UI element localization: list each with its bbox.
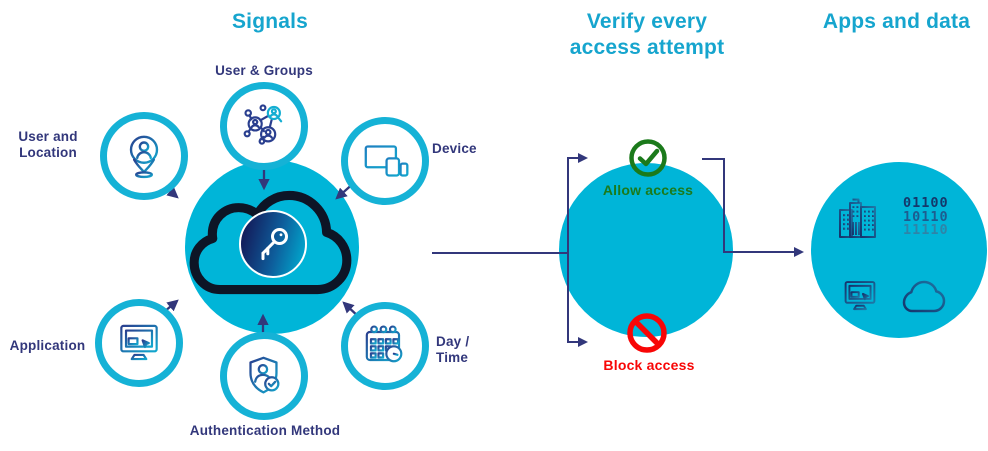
key-badge [239, 210, 307, 278]
calendar-clock-icon [365, 325, 403, 363]
signal-circle-device [341, 117, 429, 205]
label-user-groups: User & Groups [215, 63, 313, 78]
cloud-outline-icon [900, 276, 948, 323]
apps-title-text: Apps and data [822, 10, 971, 33]
application-icon [120, 324, 158, 361]
monitor-icon [838, 274, 882, 323]
signals-cloud-circle [185, 160, 359, 334]
label-user-location: User and Location [18, 129, 78, 160]
label-allow-access: Allow access [602, 182, 694, 198]
user-location-icon [129, 135, 159, 179]
binary-line-1: 01100 [903, 195, 949, 211]
binary-line-3: 11110 [903, 222, 949, 238]
verify-title-line1: Verify every [586, 10, 708, 33]
allow-check-icon [626, 136, 670, 185]
users-network-icon [243, 104, 283, 145]
signals-title: Signals [170, 9, 370, 35]
binary-line-2: 10110 [903, 208, 949, 225]
key-icon [261, 228, 288, 261]
verify-title-line2: access attempt [569, 36, 725, 59]
buildings-icon [834, 194, 882, 247]
signal-circle-application [95, 299, 183, 387]
label-device: Device [432, 141, 477, 156]
label-auth-method: Authentication Method [189, 423, 341, 438]
devices-icon [364, 145, 409, 177]
signal-circle-user-groups [220, 82, 308, 170]
apps-data-circle [811, 162, 987, 338]
signal-circle-auth-method [220, 332, 308, 420]
shield-user-check-icon [249, 356, 280, 394]
signal-circle-user-location [100, 112, 188, 200]
label-block-access: Block access [603, 357, 695, 373]
block-icon [624, 310, 670, 361]
label-application: Application [9, 338, 86, 353]
signals-title-text: Signals [231, 10, 309, 33]
apps-title: Apps and data [799, 9, 988, 35]
binary-code: 01100 10110 11110 [903, 195, 949, 238]
verify-title: Verify every access attempt [547, 9, 747, 61]
signal-circle-day-time [341, 302, 429, 390]
label-day-time: Day / Time [436, 334, 470, 365]
